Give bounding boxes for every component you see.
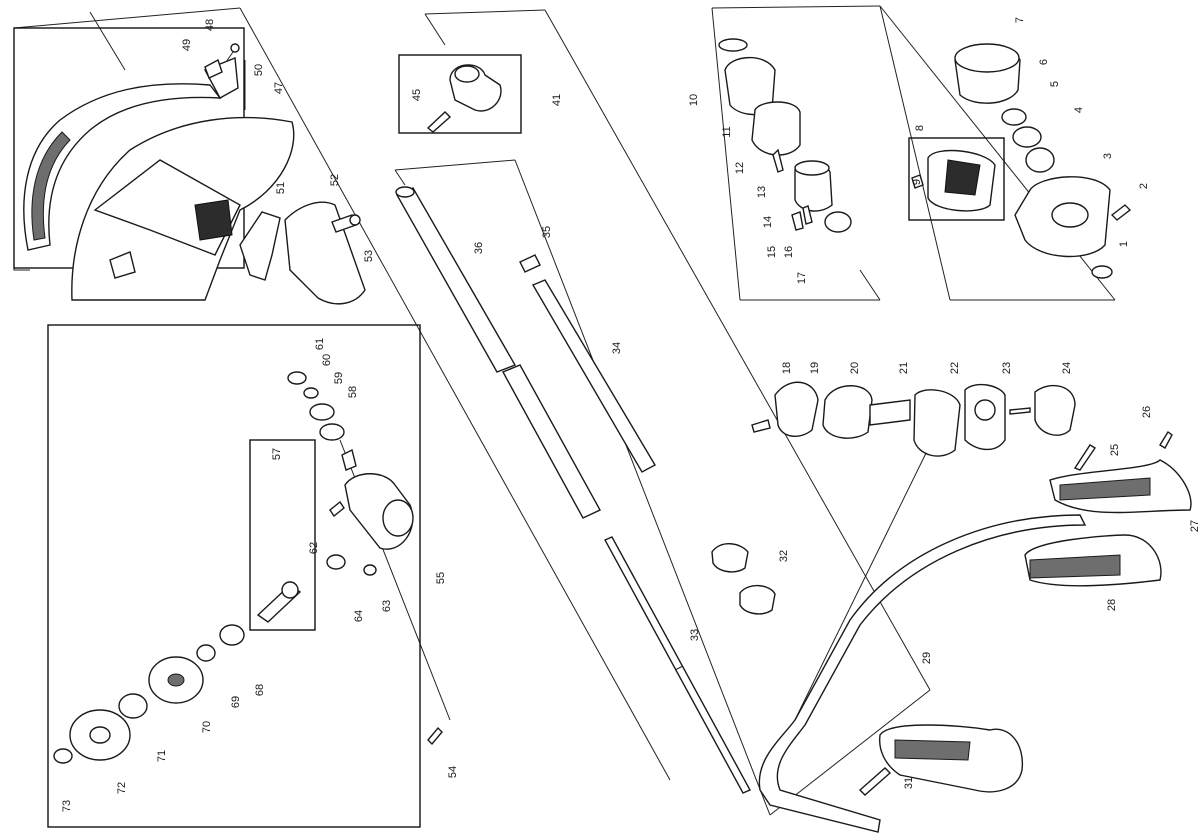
callout-53: 53 — [363, 250, 375, 262]
callout-26: 26 — [1141, 406, 1153, 418]
callout-4: 4 — [1073, 107, 1085, 113]
callout-19: 19 — [809, 362, 821, 374]
callout-45: 45 — [411, 89, 423, 101]
callout-50: 50 — [253, 64, 265, 76]
callout-62: 62 — [308, 542, 320, 554]
callout-22: 22 — [949, 362, 961, 374]
callout-49: 49 — [181, 39, 193, 51]
cutting-head-box — [47, 324, 421, 828]
callout-23: 23 — [1001, 362, 1013, 374]
callout-51: 51 — [275, 182, 287, 194]
callout-20: 20 — [849, 362, 861, 374]
callout-11: 11 — [721, 126, 733, 137]
callout-33: 33 — [689, 629, 701, 641]
callout-52: 52 — [329, 174, 341, 186]
callout-61: 61 — [314, 338, 326, 350]
callout-15: 15 — [766, 246, 778, 258]
callout-21: 21 — [898, 362, 910, 374]
shaft-parts — [395, 64, 751, 794]
handle-parts — [711, 381, 1192, 833]
callout-47: 47 — [273, 82, 285, 94]
callout-3: 3 — [1102, 153, 1114, 159]
callout-55: 55 — [435, 572, 447, 584]
callout-25: 25 — [1109, 444, 1121, 456]
callout-16: 16 — [783, 246, 795, 258]
callout-59: 59 — [333, 372, 345, 384]
callout-32: 32 — [778, 550, 790, 562]
callout-72: 72 — [116, 782, 128, 794]
callout-70: 70 — [201, 721, 213, 733]
callout-13: 13 — [756, 186, 768, 198]
callout-64: 64 — [353, 610, 365, 622]
callout-5: 5 — [1049, 81, 1061, 87]
cutting-head-parts — [53, 371, 443, 764]
callout-12: 12 — [734, 162, 746, 174]
callout-31: 31 — [903, 777, 915, 789]
callout-6: 6 — [1038, 59, 1050, 65]
guard-assembly — [23, 43, 366, 305]
callout-24: 24 — [1061, 362, 1073, 374]
callout-28: 28 — [1106, 599, 1118, 611]
clamp-box — [398, 54, 522, 134]
callout-69: 69 — [230, 696, 242, 708]
callout-34: 34 — [611, 342, 623, 354]
callout-58: 58 — [347, 386, 359, 398]
callout-41: 41 — [551, 94, 563, 106]
callout-18: 18 — [781, 362, 793, 374]
callout-9: 9 — [911, 179, 923, 185]
callout-60: 60 — [321, 354, 333, 366]
callout-68: 68 — [254, 684, 266, 696]
spool-cover-box — [908, 137, 1005, 221]
callout-10: 10 — [688, 94, 700, 106]
callout-73: 73 — [61, 800, 73, 812]
callout-17: 17 — [796, 272, 808, 284]
callout-8: 8 — [914, 125, 926, 131]
guide-lines — [13, 5, 1116, 816]
callout-54: 54 — [447, 766, 459, 778]
callout-1: 1 — [1118, 241, 1130, 247]
callout-48: 48 — [204, 19, 216, 31]
callout-71: 71 — [156, 750, 168, 762]
gear-head-parts — [718, 38, 1132, 279]
callout-36: 36 — [473, 242, 485, 254]
callout-2: 2 — [1138, 183, 1150, 189]
spindle-box — [249, 439, 316, 631]
callout-7: 7 — [1014, 17, 1026, 23]
callout-29: 29 — [921, 652, 933, 664]
callout-14: 14 — [762, 216, 774, 228]
callout-63: 63 — [381, 600, 393, 612]
callout-27: 27 — [1189, 520, 1200, 532]
callout-57: 57 — [271, 448, 283, 460]
callout-35: 35 — [541, 226, 553, 238]
